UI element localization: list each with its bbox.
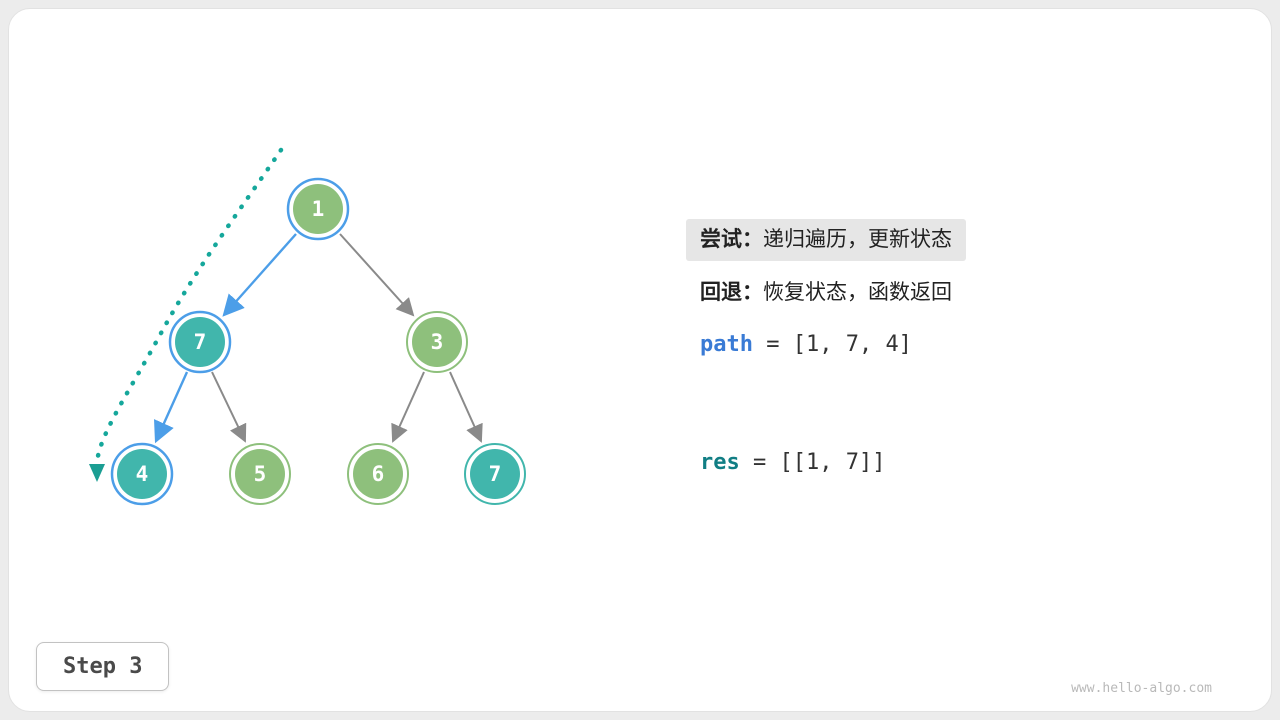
watermark: www.hello-algo.com bbox=[1071, 681, 1212, 696]
highlight-ring bbox=[286, 177, 350, 241]
step-badge: Step 3 bbox=[36, 642, 170, 691]
edge-7-4 bbox=[154, 371, 189, 444]
node-value: 7 bbox=[194, 330, 207, 354]
edge-7-5 bbox=[211, 371, 247, 443]
highlight-ring bbox=[110, 442, 174, 506]
edge-1-7 bbox=[222, 233, 297, 317]
node-ring bbox=[406, 311, 468, 373]
node-body bbox=[293, 184, 343, 234]
node-body bbox=[412, 317, 462, 367]
res-variable-value: = [[1, 7]] bbox=[753, 450, 886, 475]
highlight-ring bbox=[168, 310, 232, 374]
legend-try-label: 尝试： bbox=[700, 228, 763, 251]
node-ring bbox=[229, 443, 291, 505]
node-value: 7 bbox=[489, 462, 502, 486]
node-value: 1 bbox=[312, 197, 325, 221]
node-ring bbox=[347, 443, 409, 505]
legend-try: 尝试：递归遍历，更新状态 bbox=[686, 219, 966, 261]
node-body bbox=[117, 449, 167, 499]
figure-card bbox=[8, 8, 1272, 712]
legend-backtrack-label: 回退： bbox=[700, 281, 763, 304]
node-value: 4 bbox=[136, 462, 149, 486]
tree-node-7-right: 7 bbox=[464, 443, 526, 505]
node-value: 6 bbox=[372, 462, 385, 486]
tree-node-3: 3 bbox=[406, 311, 468, 373]
node-value: 5 bbox=[254, 462, 267, 486]
node-value: 3 bbox=[431, 330, 444, 354]
legend-backtrack: 回退：恢复状态，函数返回 bbox=[686, 280, 1106, 306]
path-variable-value: = [1, 7, 4] bbox=[766, 332, 912, 357]
edge-3-7 bbox=[449, 371, 483, 443]
node-body bbox=[235, 449, 285, 499]
trace-arrowhead-icon bbox=[89, 464, 105, 482]
path-variable-line: path = [1, 7, 4] bbox=[686, 332, 1106, 358]
tree-node-4: 4 bbox=[110, 442, 174, 506]
node-body bbox=[470, 449, 520, 499]
tree-node-6: 6 bbox=[347, 443, 409, 505]
backtrack-trace bbox=[95, 147, 284, 459]
legend-backtrack-text: 恢复状态，函数返回 bbox=[763, 281, 952, 304]
node-ring bbox=[464, 443, 526, 505]
res-variable-name: res bbox=[700, 450, 740, 475]
path-variable-name: path bbox=[700, 332, 753, 357]
edge-1-3 bbox=[339, 233, 415, 317]
node-body bbox=[175, 317, 225, 367]
res-variable-line: res = [[1, 7]] bbox=[686, 450, 1106, 476]
legend-panel: 尝试：递归遍历，更新状态 回退：恢复状态，函数返回 path = [1, 7, … bbox=[686, 219, 1106, 476]
legend-try-text: 递归遍历，更新状态 bbox=[763, 228, 952, 251]
tree-node-7-left: 7 bbox=[168, 310, 232, 374]
tree-node-root-1: 1 bbox=[286, 177, 350, 241]
node-body bbox=[353, 449, 403, 499]
edge-3-6 bbox=[391, 371, 425, 443]
tree-node-5: 5 bbox=[229, 443, 291, 505]
